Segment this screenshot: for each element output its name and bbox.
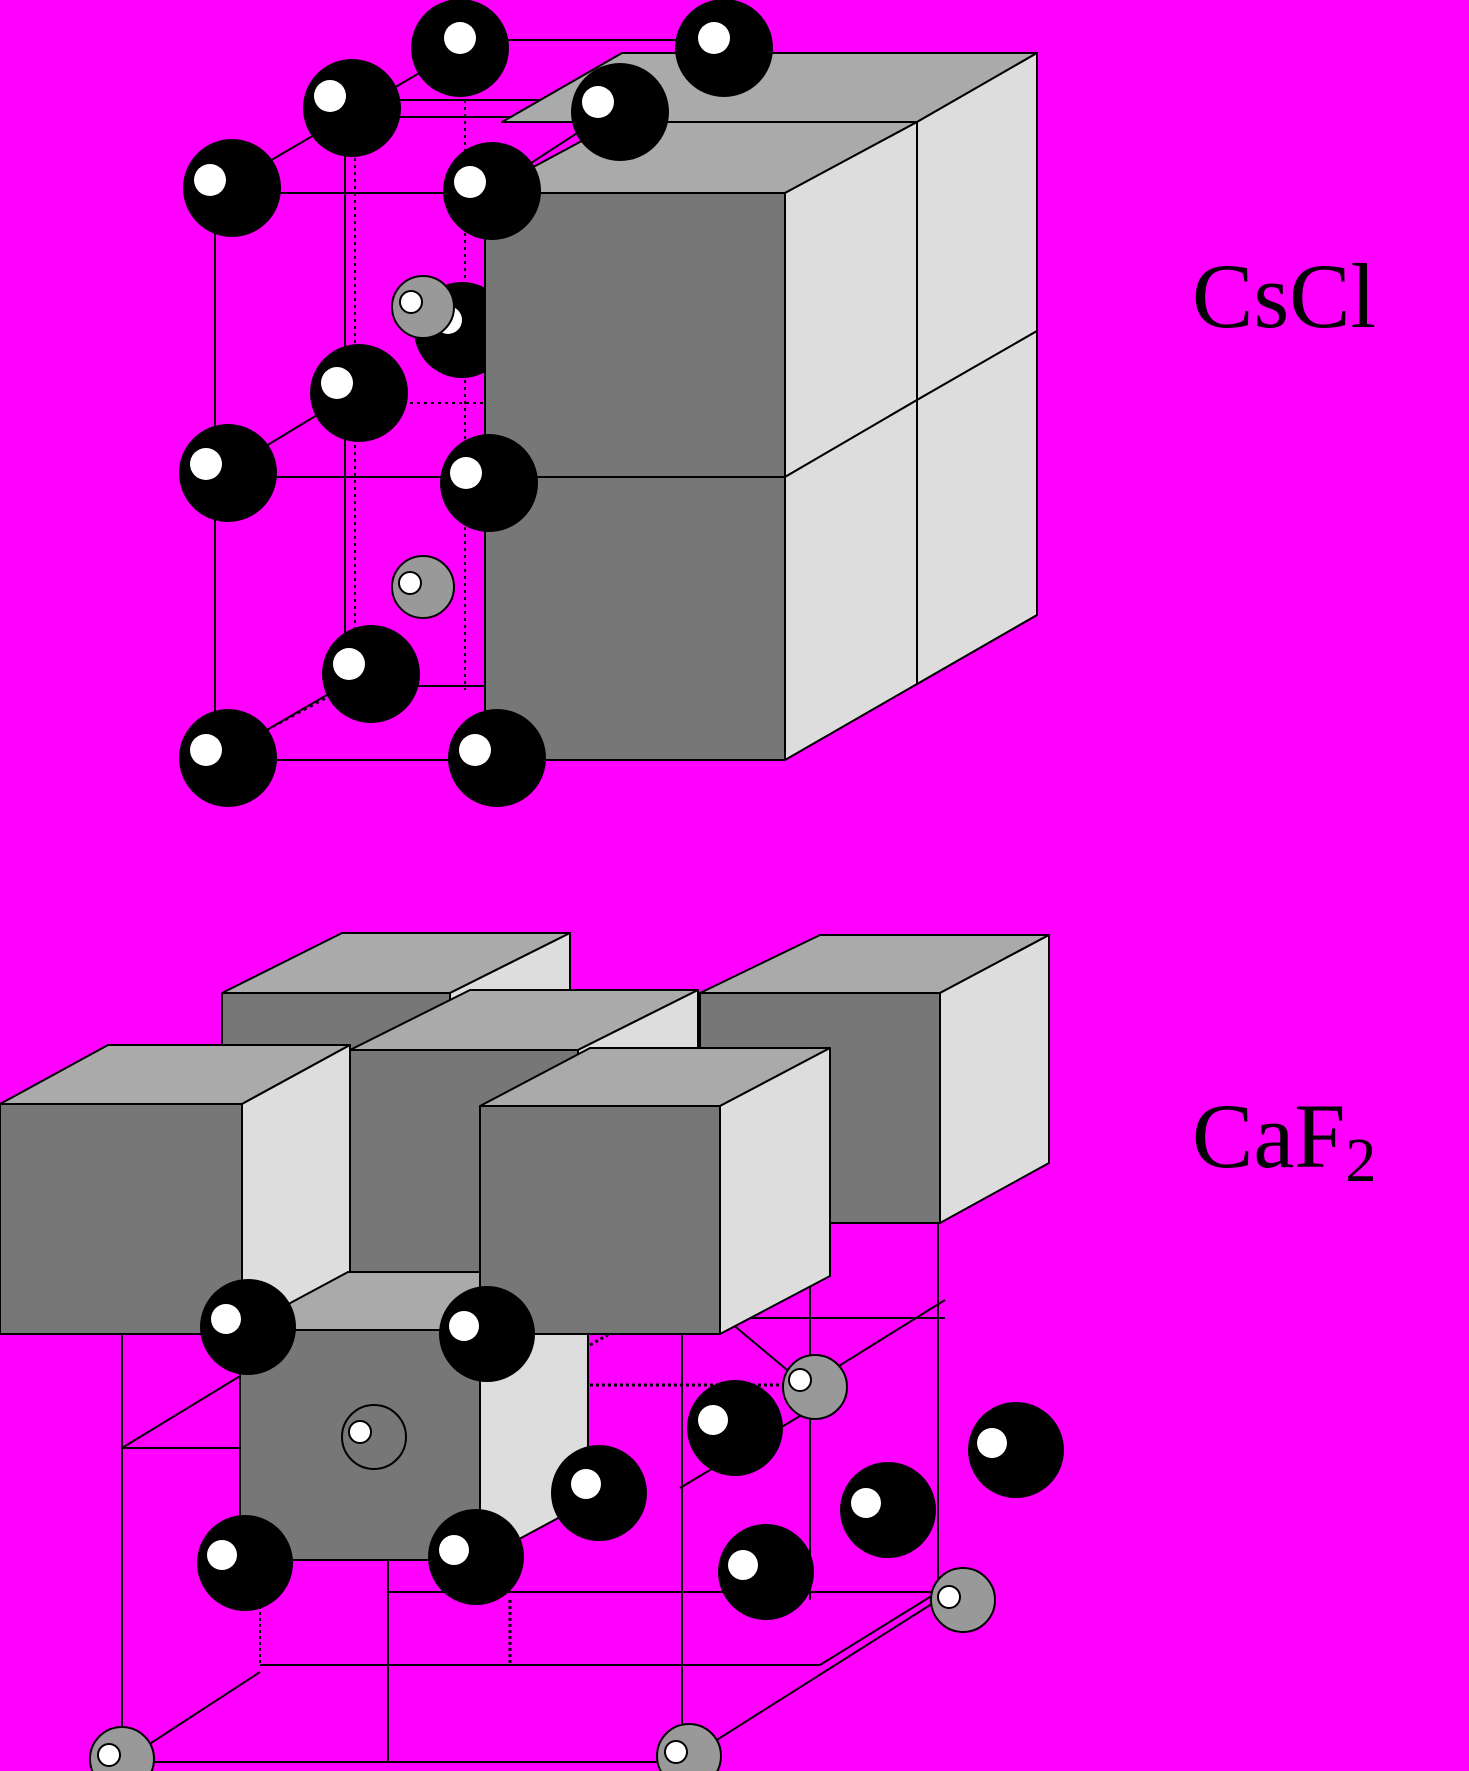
ion-ca-small bbox=[656, 1723, 722, 1771]
caf2-label: CaF2 bbox=[1192, 1090, 1376, 1192]
ion-cl bbox=[571, 63, 669, 161]
cscl-large-ions bbox=[179, 0, 773, 807]
cube bbox=[479, 1047, 831, 1335]
ion-cs-small bbox=[391, 555, 455, 619]
ion-ca-small bbox=[930, 1567, 996, 1633]
caf2-cubes bbox=[0, 932, 1050, 1561]
ion-cl bbox=[440, 434, 538, 532]
caf2-large-ions bbox=[197, 1279, 1064, 1620]
ion-cl bbox=[179, 424, 277, 522]
ion-f bbox=[551, 1445, 647, 1541]
caf2-label-main: CaF bbox=[1192, 1085, 1346, 1187]
ion-f bbox=[968, 1402, 1064, 1498]
ion-cl bbox=[448, 709, 546, 807]
cscl-cube-stack bbox=[484, 52, 1038, 761]
ion-f bbox=[718, 1524, 814, 1620]
ion-cl bbox=[675, 0, 773, 97]
ion-ca-small bbox=[89, 1726, 155, 1771]
caf2-small-ions bbox=[89, 1354, 996, 1771]
ion-f bbox=[840, 1462, 936, 1558]
ion-cl bbox=[303, 59, 401, 157]
cscl-structure bbox=[179, 0, 1038, 807]
ion-ca-small bbox=[782, 1354, 848, 1420]
caf2-label-subscript: 2 bbox=[1345, 1127, 1377, 1195]
ion-f bbox=[439, 1286, 535, 1382]
ion-cl bbox=[179, 709, 277, 807]
ion-cl bbox=[183, 139, 281, 237]
cscl-label: CsCl bbox=[1192, 245, 1377, 347]
ion-ca-small bbox=[341, 1404, 407, 1470]
ion-f bbox=[197, 1515, 293, 1611]
ion-f bbox=[687, 1380, 783, 1476]
ion-f bbox=[428, 1509, 524, 1605]
ion-cl bbox=[443, 142, 541, 240]
ion-cl bbox=[411, 0, 509, 97]
ion-cs-small bbox=[391, 275, 455, 339]
cube bbox=[0, 1044, 351, 1335]
caf2-structure bbox=[0, 932, 1064, 1771]
ion-cl bbox=[322, 625, 420, 723]
ion-cl bbox=[310, 344, 408, 442]
ion-f bbox=[200, 1279, 296, 1375]
